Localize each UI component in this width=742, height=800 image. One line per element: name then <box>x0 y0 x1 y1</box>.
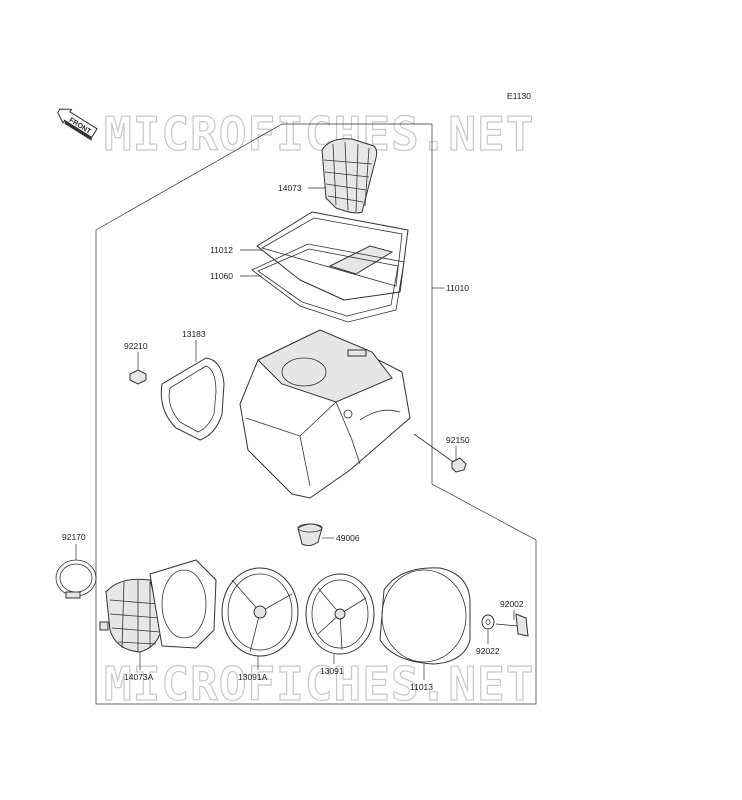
label-92170: 92170 <box>62 532 86 542</box>
diagram-code: E1130 <box>507 91 531 101</box>
label-13183: 13183 <box>182 329 206 339</box>
nut-92210 <box>129 369 147 385</box>
label-49006: 49006 <box>336 533 360 543</box>
label-92002: 92002 <box>500 599 524 609</box>
assembly-frame <box>95 123 537 705</box>
cage-13091A <box>221 567 299 657</box>
bolt-92150 <box>413 433 467 473</box>
label-92150: 92150 <box>446 435 470 445</box>
label-13091A: 13091A <box>238 672 268 682</box>
label-13091: 13091 <box>320 666 344 676</box>
label-11060: 11060 <box>210 271 233 281</box>
wingbolt-92002 <box>495 613 529 637</box>
label-14073A: 14073A <box>124 672 154 682</box>
clamp-92170 <box>55 559 97 599</box>
cage-13091 <box>305 573 375 655</box>
cap-49006 <box>297 523 323 547</box>
gasket-13183 <box>160 357 225 441</box>
washer-92022 <box>481 614 495 630</box>
filter-11013 <box>379 567 471 665</box>
label-11010: 11010 <box>446 283 469 293</box>
label-11013: 11013 <box>410 682 433 692</box>
duct-14073 <box>321 138 378 214</box>
label-92022: 92022 <box>476 646 500 656</box>
watermark-top: MICROFICHES.NET <box>104 107 534 161</box>
label-92210: 92210 <box>124 341 148 351</box>
label-14073: 14073 <box>278 183 302 193</box>
cover-11012 <box>256 211 409 301</box>
duct-14073A <box>99 578 163 653</box>
watermark-bottom: MICROFICHES.NET <box>104 657 534 711</box>
front-arrow-icon: FRONT <box>57 108 98 141</box>
gasket-11060 <box>251 243 405 323</box>
label-11012: 11012 <box>210 245 233 255</box>
holder-frame <box>149 559 217 649</box>
air-box-housing <box>239 329 411 499</box>
leader-lines <box>75 187 515 680</box>
